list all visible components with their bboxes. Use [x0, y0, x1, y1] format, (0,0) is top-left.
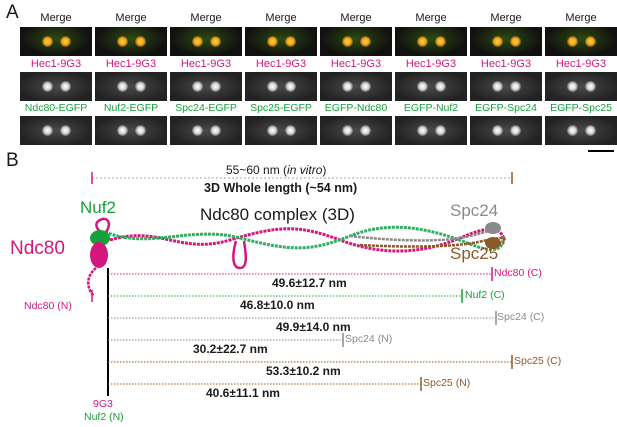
end-label: Spc25 (N) [423, 377, 471, 389]
measurement-value: 30.2±22.7 nm [193, 342, 268, 356]
end-label: Spc25 (C) [514, 355, 562, 367]
merge-label: Merge [40, 12, 72, 24]
panel-b-letter: B [6, 150, 19, 171]
hec1-label: Hec1-9G3 [105, 58, 157, 70]
gfp-label: Spc25-EGFP [250, 102, 312, 114]
merge-image [245, 27, 317, 56]
hec1-label: Hec1-9G3 [330, 58, 382, 70]
gfp-image [320, 116, 392, 145]
ndc80-n-label: Ndc80 (N) [24, 300, 72, 312]
gfp-image [170, 116, 242, 145]
gfp-label: Nuf2-EGFP [103, 102, 159, 114]
hec1-image [245, 72, 317, 101]
measurement-value: 40.6±11.1 nm [206, 386, 280, 400]
measurement-value: 49.6±12.7 nm [272, 276, 347, 290]
panel-a-letter: A [6, 2, 19, 23]
merge-image [20, 27, 92, 56]
merge-label: Merge [490, 12, 522, 24]
gfp-image [545, 116, 617, 145]
measurement-value: 49.9±14.0 nm [276, 320, 351, 334]
gfp-label: Ndc80-EGFP [24, 102, 88, 114]
hec1-label: Hec1-9G3 [30, 58, 82, 70]
hec1-image [170, 72, 242, 101]
spc25-label: Spc25 [450, 244, 499, 263]
merge-label: Merge [190, 12, 222, 24]
hec1-label: Hec1-9G3 [255, 58, 307, 70]
hec1-image [320, 72, 392, 101]
end-label: Nuf2 (C) [465, 289, 505, 301]
gfp-label: EGFP-Spc24 [475, 102, 537, 114]
invitro-length: 55~60 nm (in vitro) [226, 163, 327, 177]
gfp-label: Spc24-EGFP [175, 102, 237, 114]
hec1-image [470, 72, 542, 101]
merge-label: Merge [265, 12, 297, 24]
gfp-image [395, 116, 467, 145]
end-label: Spc24 (N) [345, 333, 393, 345]
gfp-label: EGFP-Ndc80 [324, 102, 388, 114]
merge-image [545, 27, 617, 56]
gfp-image [470, 116, 542, 145]
nuf2-label: Nuf2 [80, 198, 116, 217]
end-label: Spc24 (C) [497, 311, 545, 323]
nuf2-n-label: Nuf2 (N) [84, 411, 124, 423]
merge-image [470, 27, 542, 56]
merge-image [95, 27, 167, 56]
hec1-label: Hec1-9G3 [405, 58, 457, 70]
hec1-image [545, 72, 617, 101]
merge-label: Merge [565, 12, 597, 24]
merge-label: Merge [340, 12, 372, 24]
gfp-image [95, 116, 167, 145]
ndc80-label: Ndc80 [10, 238, 65, 259]
gfp-image [245, 116, 317, 145]
merge-image [395, 27, 467, 56]
merge-image [170, 27, 242, 56]
spc24-label: Spc24 [450, 201, 499, 220]
gfp-label: EGFP-Nuf2 [403, 102, 459, 114]
measurement-value: 46.8±10.0 nm [240, 298, 315, 312]
merge-image [320, 27, 392, 56]
hec1-label: Hec1-9G3 [480, 58, 532, 70]
measurement-value: 53.3±10.2 nm [266, 364, 341, 378]
whole-length: 3D Whole length (~54 nm) [204, 181, 358, 195]
hec1-image [20, 72, 92, 101]
hec1-image [95, 72, 167, 101]
merge-label: Merge [115, 12, 147, 24]
scale-bar [588, 150, 614, 152]
merge-label: Merge [415, 12, 447, 24]
hec1-image [395, 72, 467, 101]
gfp-image [20, 116, 92, 145]
complex-title: Ndc80 complex (3D) [200, 205, 355, 224]
gfp-label: EGFP-Spc25 [550, 102, 612, 114]
end-label: Ndc80 (C) [494, 267, 542, 279]
g93-label: 9G3 [93, 398, 113, 410]
hec1-label: Hec1-9G3 [180, 58, 232, 70]
hec1-label: Hec1-9G3 [555, 58, 607, 70]
